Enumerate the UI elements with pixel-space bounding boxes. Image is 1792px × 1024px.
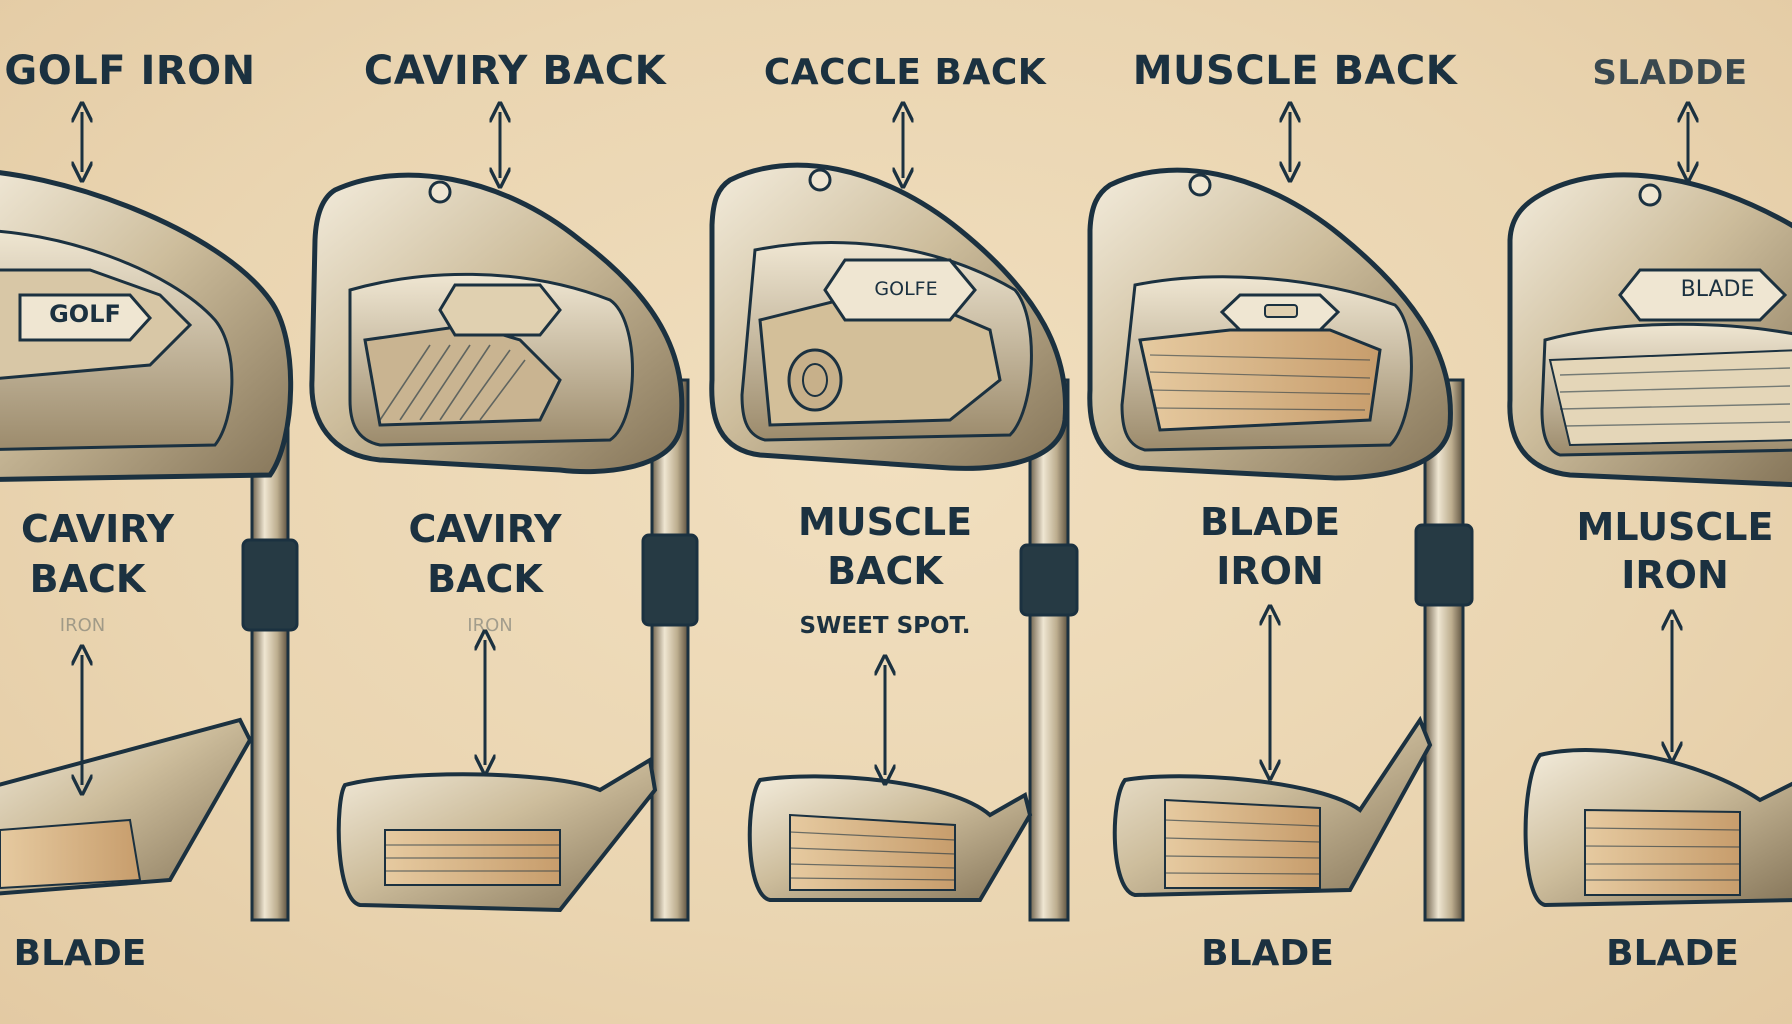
column-4-mid-line-1: BLADE	[1199, 500, 1341, 544]
iron-4	[1087, 112, 1474, 922]
column-3-sub-label: SWEET SPOT.	[799, 613, 971, 639]
iron-5	[1507, 112, 1792, 908]
golf-iron-head-icon	[709, 162, 1069, 471]
golf-iron-sole-icon	[336, 756, 658, 913]
golf-iron-head-icon	[309, 172, 685, 475]
column-1-mid-line-2: BACK	[29, 557, 146, 601]
column-2-mid-line-2: BACK	[427, 557, 543, 601]
column-3-badge: GOLFE	[874, 278, 938, 300]
column-5-mid-line-2: IRON	[1621, 553, 1729, 597]
golf-iron-head-icon	[1507, 172, 1792, 488]
column-4-title: MUSCLE BACK	[1132, 48, 1458, 94]
golf-iron-head-icon	[0, 170, 294, 482]
golf-iron-head-icon	[1087, 167, 1453, 481]
column-2-title: CAVIRY BACK	[363, 48, 667, 94]
iron-2	[309, 112, 699, 922]
column-1-sub-label: IRON	[59, 615, 106, 636]
column-5-title: SLADDE	[1592, 53, 1748, 93]
iron-1	[0, 112, 299, 922]
column-1-title: GOLF IRON	[4, 48, 256, 94]
golf-iron-sole-icon	[747, 774, 1033, 902]
column-4-bottom-label: BLADE	[1201, 933, 1334, 974]
column-3-mid-line-2: BACK	[827, 549, 943, 593]
column-5-mid-line-1: MLUSCLE	[1576, 505, 1774, 549]
golf-iron-sole-icon	[1112, 715, 1433, 898]
column-5-bottom-label: BLADE	[1606, 933, 1739, 974]
golf-iron-sole-icon	[0, 717, 253, 896]
column-1-mid-line-1: CAVIRY	[21, 507, 174, 551]
golf-iron-sole-icon	[1523, 748, 1792, 908]
shaft	[641, 378, 699, 922]
iron-3	[709, 112, 1079, 922]
column-3-mid-line-1: MUSCLE	[797, 500, 973, 544]
column-4-mid-line-2: IRON	[1216, 549, 1324, 593]
column-3-title: CACCLE BACK	[763, 52, 1047, 93]
column-1-badge: GOLF	[49, 300, 121, 328]
column-1-bottom-label: BLADE	[13, 933, 147, 974]
column-2-sub-label: IRON	[467, 615, 513, 636]
shaft	[241, 388, 299, 922]
column-2-mid-line-1: CAVIRY	[408, 507, 562, 551]
column-5-badge: BLADE	[1680, 277, 1755, 302]
